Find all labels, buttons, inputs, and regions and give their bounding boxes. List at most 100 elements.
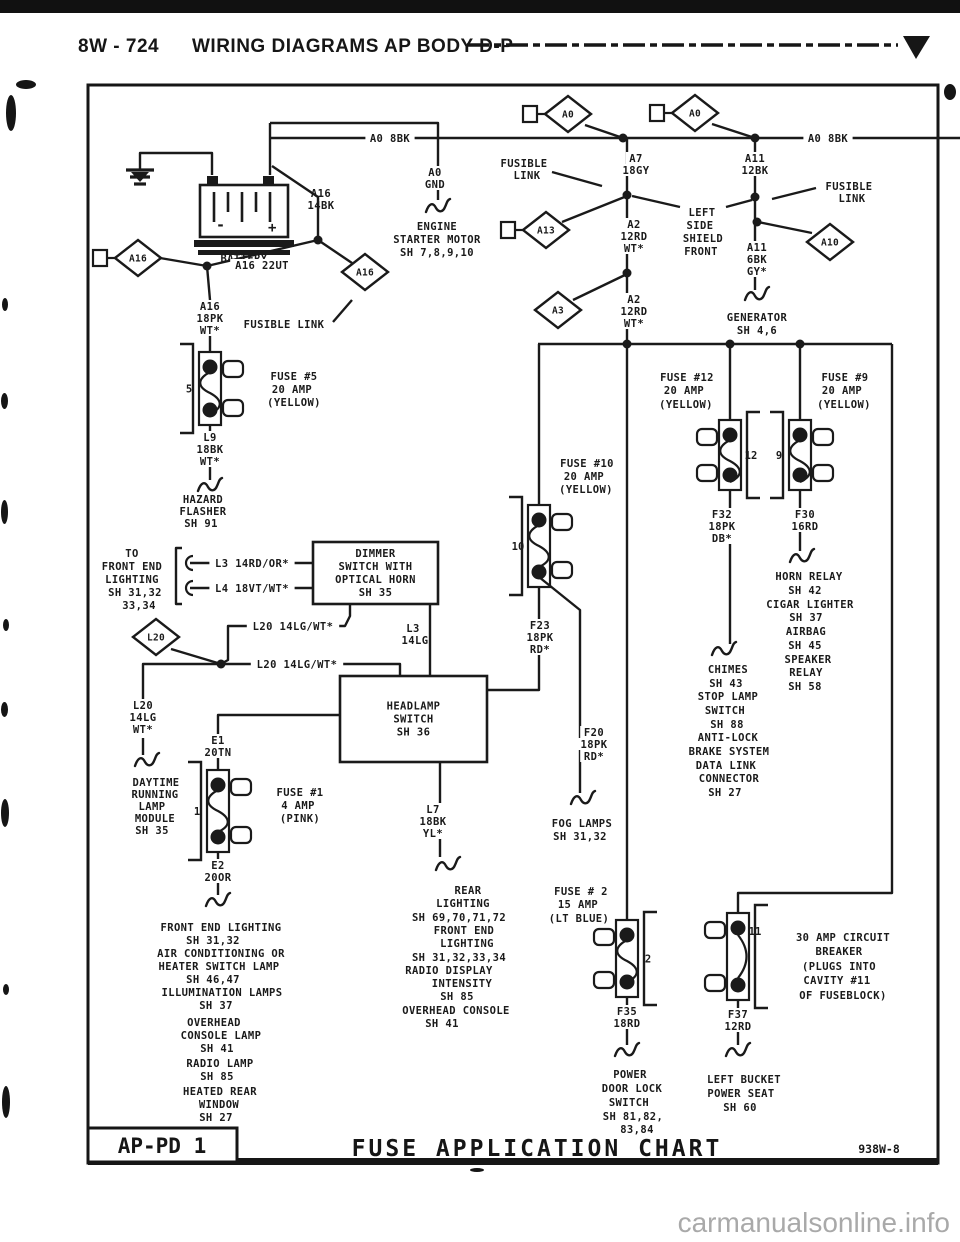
component-box-label: SWITCH WITH — [339, 561, 413, 573]
wire-label: LIGHTING — [436, 898, 490, 910]
wire-label: 4 AMP — [281, 800, 315, 812]
label-mask — [743, 265, 771, 277]
fuse-tab — [229, 825, 253, 845]
wire-label: 18BK — [197, 444, 224, 456]
wire-label: GENERATOR — [727, 312, 788, 324]
label-mask — [365, 132, 415, 144]
connector-diamond — [543, 94, 593, 134]
label-mask — [207, 734, 229, 746]
fuse-element — [528, 524, 550, 568]
wire-label: L7 — [426, 804, 439, 816]
wire-label: SH 41 — [200, 1043, 234, 1055]
wire-label: FRONT END LIGHTING — [161, 922, 282, 934]
break-squiggle — [710, 640, 738, 657]
wire — [216, 713, 340, 770]
break-squiggle — [743, 285, 771, 302]
wire-label: SH 31,32 — [186, 935, 240, 947]
label-mask — [209, 582, 295, 594]
wire-label: FUSIBLE — [500, 158, 547, 170]
scan-artifact — [1, 500, 8, 524]
fuse-number: 2 — [645, 954, 651, 966]
wire-label: 12RD — [621, 306, 648, 318]
wire-label: SH 27 — [708, 787, 742, 799]
wire — [538, 576, 582, 793]
wire — [631, 194, 681, 209]
label-mask — [743, 253, 771, 265]
label-mask — [720, 1020, 756, 1032]
wire-label: L20 — [133, 700, 153, 712]
label-mask — [609, 1017, 645, 1029]
wire-label: LIGHTING — [105, 574, 159, 586]
label-mask — [230, 259, 294, 271]
label-mask — [791, 508, 819, 520]
wire-label: L3 — [406, 623, 419, 635]
component-box — [311, 540, 440, 606]
fuse-tab — [811, 463, 835, 483]
fuse-tab — [229, 777, 253, 797]
fuse-bracket — [745, 410, 760, 500]
label-mask — [250, 658, 344, 670]
page-title: WIRING DIAGRAMS AP BODY D-P — [192, 36, 513, 57]
label-mask — [196, 324, 224, 336]
label-mask — [526, 643, 554, 655]
ground-icon — [131, 172, 149, 182]
wire-label: SWITCH — [705, 705, 745, 717]
wire-label: 18PK — [527, 632, 554, 644]
wire-label: FUSE #1 — [276, 787, 323, 799]
wire-label: RADIO LAMP — [186, 1058, 253, 1070]
wire — [736, 344, 894, 913]
fuse-number: 1 — [194, 806, 200, 818]
fuse-terminal — [722, 427, 738, 443]
connector-diamond — [340, 252, 390, 292]
wire-label: FUSE #9 — [821, 372, 868, 384]
fuse-bracket — [180, 342, 195, 435]
connector-label: L20 — [147, 633, 165, 644]
wire-label: (LT BLUE) — [549, 913, 610, 925]
wire-label: WT* — [200, 325, 220, 337]
scan-artifact — [16, 80, 36, 89]
wire-label: A11 — [747, 242, 767, 254]
wire-label: INTENSITY — [432, 978, 493, 990]
wire — [561, 194, 628, 224]
wire — [584, 123, 624, 140]
connector-diamond — [131, 617, 181, 657]
wire-label: REAR — [455, 885, 482, 897]
breaker-arc — [737, 934, 748, 979]
wire-label: 20 AMP — [272, 384, 312, 396]
connector-diamond — [805, 222, 855, 262]
fuse-tab — [221, 398, 245, 418]
wire-label: 14LG — [402, 635, 429, 647]
wire-label: MODULE — [135, 813, 175, 825]
page-number: 8W - 724 — [78, 36, 159, 57]
wire-label: F35 — [617, 1006, 637, 1018]
scan-artifact — [470, 1168, 484, 1172]
wire-label: RADIO DISPLAY — [405, 965, 493, 977]
label-mask — [576, 738, 612, 750]
wire-label: 16RD — [792, 521, 819, 533]
fuse-number: 12 — [745, 450, 758, 462]
label-mask — [741, 152, 769, 164]
wire-label: OVERHEAD — [187, 1017, 241, 1029]
wire — [271, 165, 320, 240]
component-box-label: OPTICAL HORN — [335, 574, 416, 586]
label-mask — [618, 164, 654, 176]
fuse-number: 5 — [186, 384, 192, 396]
junction-dot — [618, 133, 628, 143]
fuse-bracket — [642, 910, 657, 1007]
label-mask — [708, 532, 736, 544]
label-mask — [192, 312, 228, 324]
wire-label: ILLUMINATION LAMPS — [162, 987, 283, 999]
break-squiggle — [569, 789, 597, 806]
component-box-label: SH 36 — [397, 727, 431, 739]
fuse-number: 9 — [776, 450, 782, 462]
connector-tab — [521, 104, 539, 124]
connector-diamond — [113, 238, 163, 278]
scan-artifact — [1, 702, 8, 717]
wire-label: A2 — [627, 219, 640, 231]
fuse-tab — [695, 427, 719, 447]
fuse-tab — [221, 359, 245, 379]
connector-label: A0 — [562, 110, 574, 121]
battery-minus: - — [216, 216, 225, 234]
break-squiggle — [424, 197, 452, 214]
